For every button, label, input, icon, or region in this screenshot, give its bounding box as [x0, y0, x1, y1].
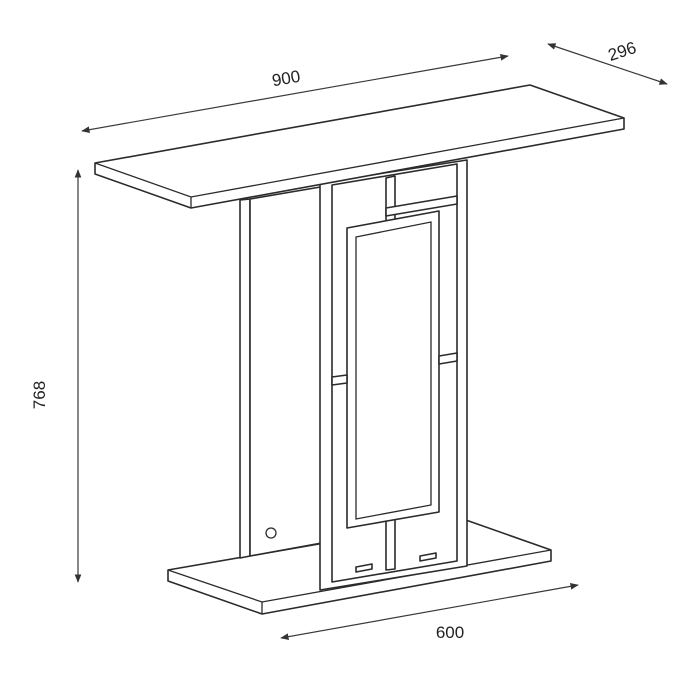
base-width-label: 600 [436, 623, 464, 642]
width-label: 900 [270, 67, 301, 91]
base-width-dimension-line [280, 583, 579, 640]
width-dimension-line [81, 54, 509, 133]
table-top [94, 84, 625, 209]
metal-frame [319, 159, 468, 591]
depth-dimension-line [547, 43, 668, 85]
depth-label: 296 [606, 38, 639, 65]
height-label: 768 [30, 381, 49, 409]
cable-hole [265, 527, 277, 539]
